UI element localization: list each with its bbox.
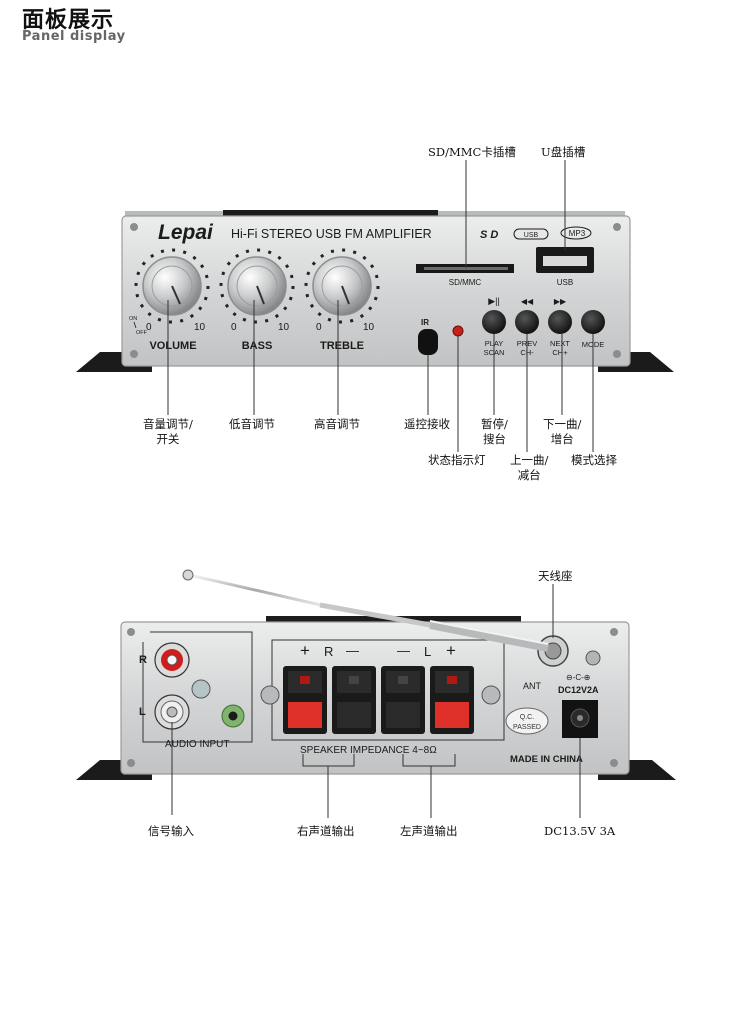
ant-label: ANT <box>523 681 542 691</box>
prev-button[interactable] <box>515 310 539 334</box>
right-positive-terminal[interactable] <box>283 666 327 734</box>
status-led <box>452 325 464 337</box>
bass-max-label: 10 <box>278 322 290 333</box>
callout-prev-line2: 减台 <box>517 468 541 482</box>
model-text: Hi-Fi STEREO USB FM AMPLIFIER <box>231 227 432 241</box>
rca-l-label: L <box>139 706 146 718</box>
callout-mode: 模式选择 <box>571 453 617 467</box>
callout-volume: 音量调节/开关 <box>143 417 193 447</box>
left-plus-sign: + <box>446 641 456 660</box>
rca-right-jack[interactable] <box>154 642 190 678</box>
page-title: 面板展示 <box>22 8 115 33</box>
callout-volume-line1: 音量调节/ <box>143 417 193 431</box>
off-label: OFF <box>136 330 148 336</box>
mode-button[interactable] <box>581 310 605 334</box>
callout-play-line1: 暂停/ <box>481 417 508 431</box>
callout-prev-line1: 上一曲/ <box>510 453 549 467</box>
screw <box>130 223 138 231</box>
callout-next-line1: 下一曲/ <box>543 417 582 431</box>
screw <box>130 350 138 358</box>
audio-input-label: AUDIO INPUT <box>165 739 229 750</box>
sd-slot-label: SD/MMC <box>449 278 482 287</box>
treble-label: TREBLE <box>320 340 364 352</box>
right-minus-sign: — <box>346 643 359 658</box>
treble-knob[interactable] <box>304 248 380 324</box>
play-scan-button[interactable] <box>482 310 506 334</box>
telescopic-antenna[interactable] <box>182 569 549 652</box>
right-plus-sign: + <box>300 641 310 660</box>
treble-max-label: 10 <box>363 322 375 333</box>
dc-power-jack[interactable] <box>562 700 598 738</box>
brand-logo: Lepai <box>158 221 214 244</box>
front-panel: Lepai Hi-Fi STEREO USB FM AMPLIFIER S D … <box>76 210 674 372</box>
dc-rating-label: DC12V2A <box>558 685 599 695</box>
sd-logo: S D <box>480 229 498 241</box>
bass-knob[interactable] <box>219 248 295 324</box>
speaker-impedance-label: SPEAKER IMPEDANCE 4~8Ω <box>300 745 437 756</box>
passed-label: PASSED <box>513 724 541 731</box>
next-button[interactable] <box>548 310 572 334</box>
callout-treble: 高音调节 <box>314 417 360 431</box>
terminal-screw-left <box>260 685 280 705</box>
qc-passed-sticker <box>505 707 549 735</box>
callout-sd-slot: SD/MMC卡插槽 <box>428 145 516 159</box>
callout-left-out: 左声道输出 <box>400 824 458 838</box>
rca-ground-screw <box>191 679 211 699</box>
ir-receiver <box>418 329 438 355</box>
rca-left-jack[interactable] <box>154 694 190 730</box>
screw <box>613 350 621 358</box>
page-subtitle: Panel display <box>22 29 126 44</box>
callout-bass: 低音调节 <box>229 417 275 431</box>
made-in-china-label: MADE IN CHINA <box>510 754 583 765</box>
front-callout-lines <box>167 160 594 452</box>
volume-label: VOLUME <box>149 340 196 352</box>
callout-indicator: 状态指示灯 <box>428 453 486 467</box>
callout-signal-input: 信号输入 <box>148 824 194 838</box>
mp3-logo: MP3 <box>569 229 586 238</box>
bass-min-label: 0 <box>231 322 237 333</box>
next-symbol: ▶▶ <box>554 297 567 306</box>
front-top-vent <box>223 210 438 216</box>
speaker-l-label: L <box>424 644 431 659</box>
speaker-r-label: R <box>324 644 333 659</box>
left-positive-terminal[interactable] <box>430 666 474 734</box>
usb-port-label: USB <box>557 278 573 287</box>
terminal-screw-right <box>481 685 501 705</box>
callout-right-out: 右声道输出 <box>297 824 355 838</box>
volume-max-label: 10 <box>194 322 206 333</box>
screw <box>613 223 621 231</box>
callout-play-line2: 搜台 <box>482 432 506 446</box>
on-label: ON <box>129 316 137 322</box>
callout-usb-slot: U盘插槽 <box>541 145 586 159</box>
rca-r-label: R <box>139 654 147 666</box>
dc-polarity-symbol: ⊖-C-⊕ <box>566 673 591 682</box>
back-panel: R L AUDIO INPUT + R — — L + <box>76 569 676 780</box>
bass-label: BASS <box>242 340 273 352</box>
ch-plus-label: CH+ <box>552 348 568 357</box>
volume-min-label: 0 <box>146 322 152 333</box>
callout-ir: 遥控接收 <box>404 417 450 431</box>
volume-knob[interactable] <box>134 248 210 324</box>
back-callout-lines <box>171 584 581 818</box>
dc-side-screw <box>585 650 601 666</box>
ir-label: IR <box>421 318 429 327</box>
qc-label: Q.C. <box>520 714 534 721</box>
callout-dc: DC13.5V 3A <box>544 824 616 838</box>
right-negative-terminal[interactable] <box>332 666 376 734</box>
callout-prev: 上一曲/减台 <box>510 453 548 483</box>
play-symbol: ▶|| <box>488 296 500 306</box>
callout-next-line2: 增台 <box>550 432 574 446</box>
callout-antenna: 天线座 <box>538 569 573 583</box>
callout-next: 下一曲/增台 <box>543 417 581 447</box>
usb-logo: USB <box>524 232 539 239</box>
treble-min-label: 0 <box>316 322 322 333</box>
callout-play: 暂停/搜台 <box>481 417 508 447</box>
next-label: NEXT <box>550 339 570 348</box>
callout-volume-line2: 开关 <box>156 432 180 446</box>
left-negative-terminal[interactable] <box>381 666 425 734</box>
aux-3-5mm-jack[interactable] <box>221 704 245 728</box>
left-minus-sign: — <box>397 643 410 658</box>
prev-symbol: ◀◀ <box>521 297 534 306</box>
